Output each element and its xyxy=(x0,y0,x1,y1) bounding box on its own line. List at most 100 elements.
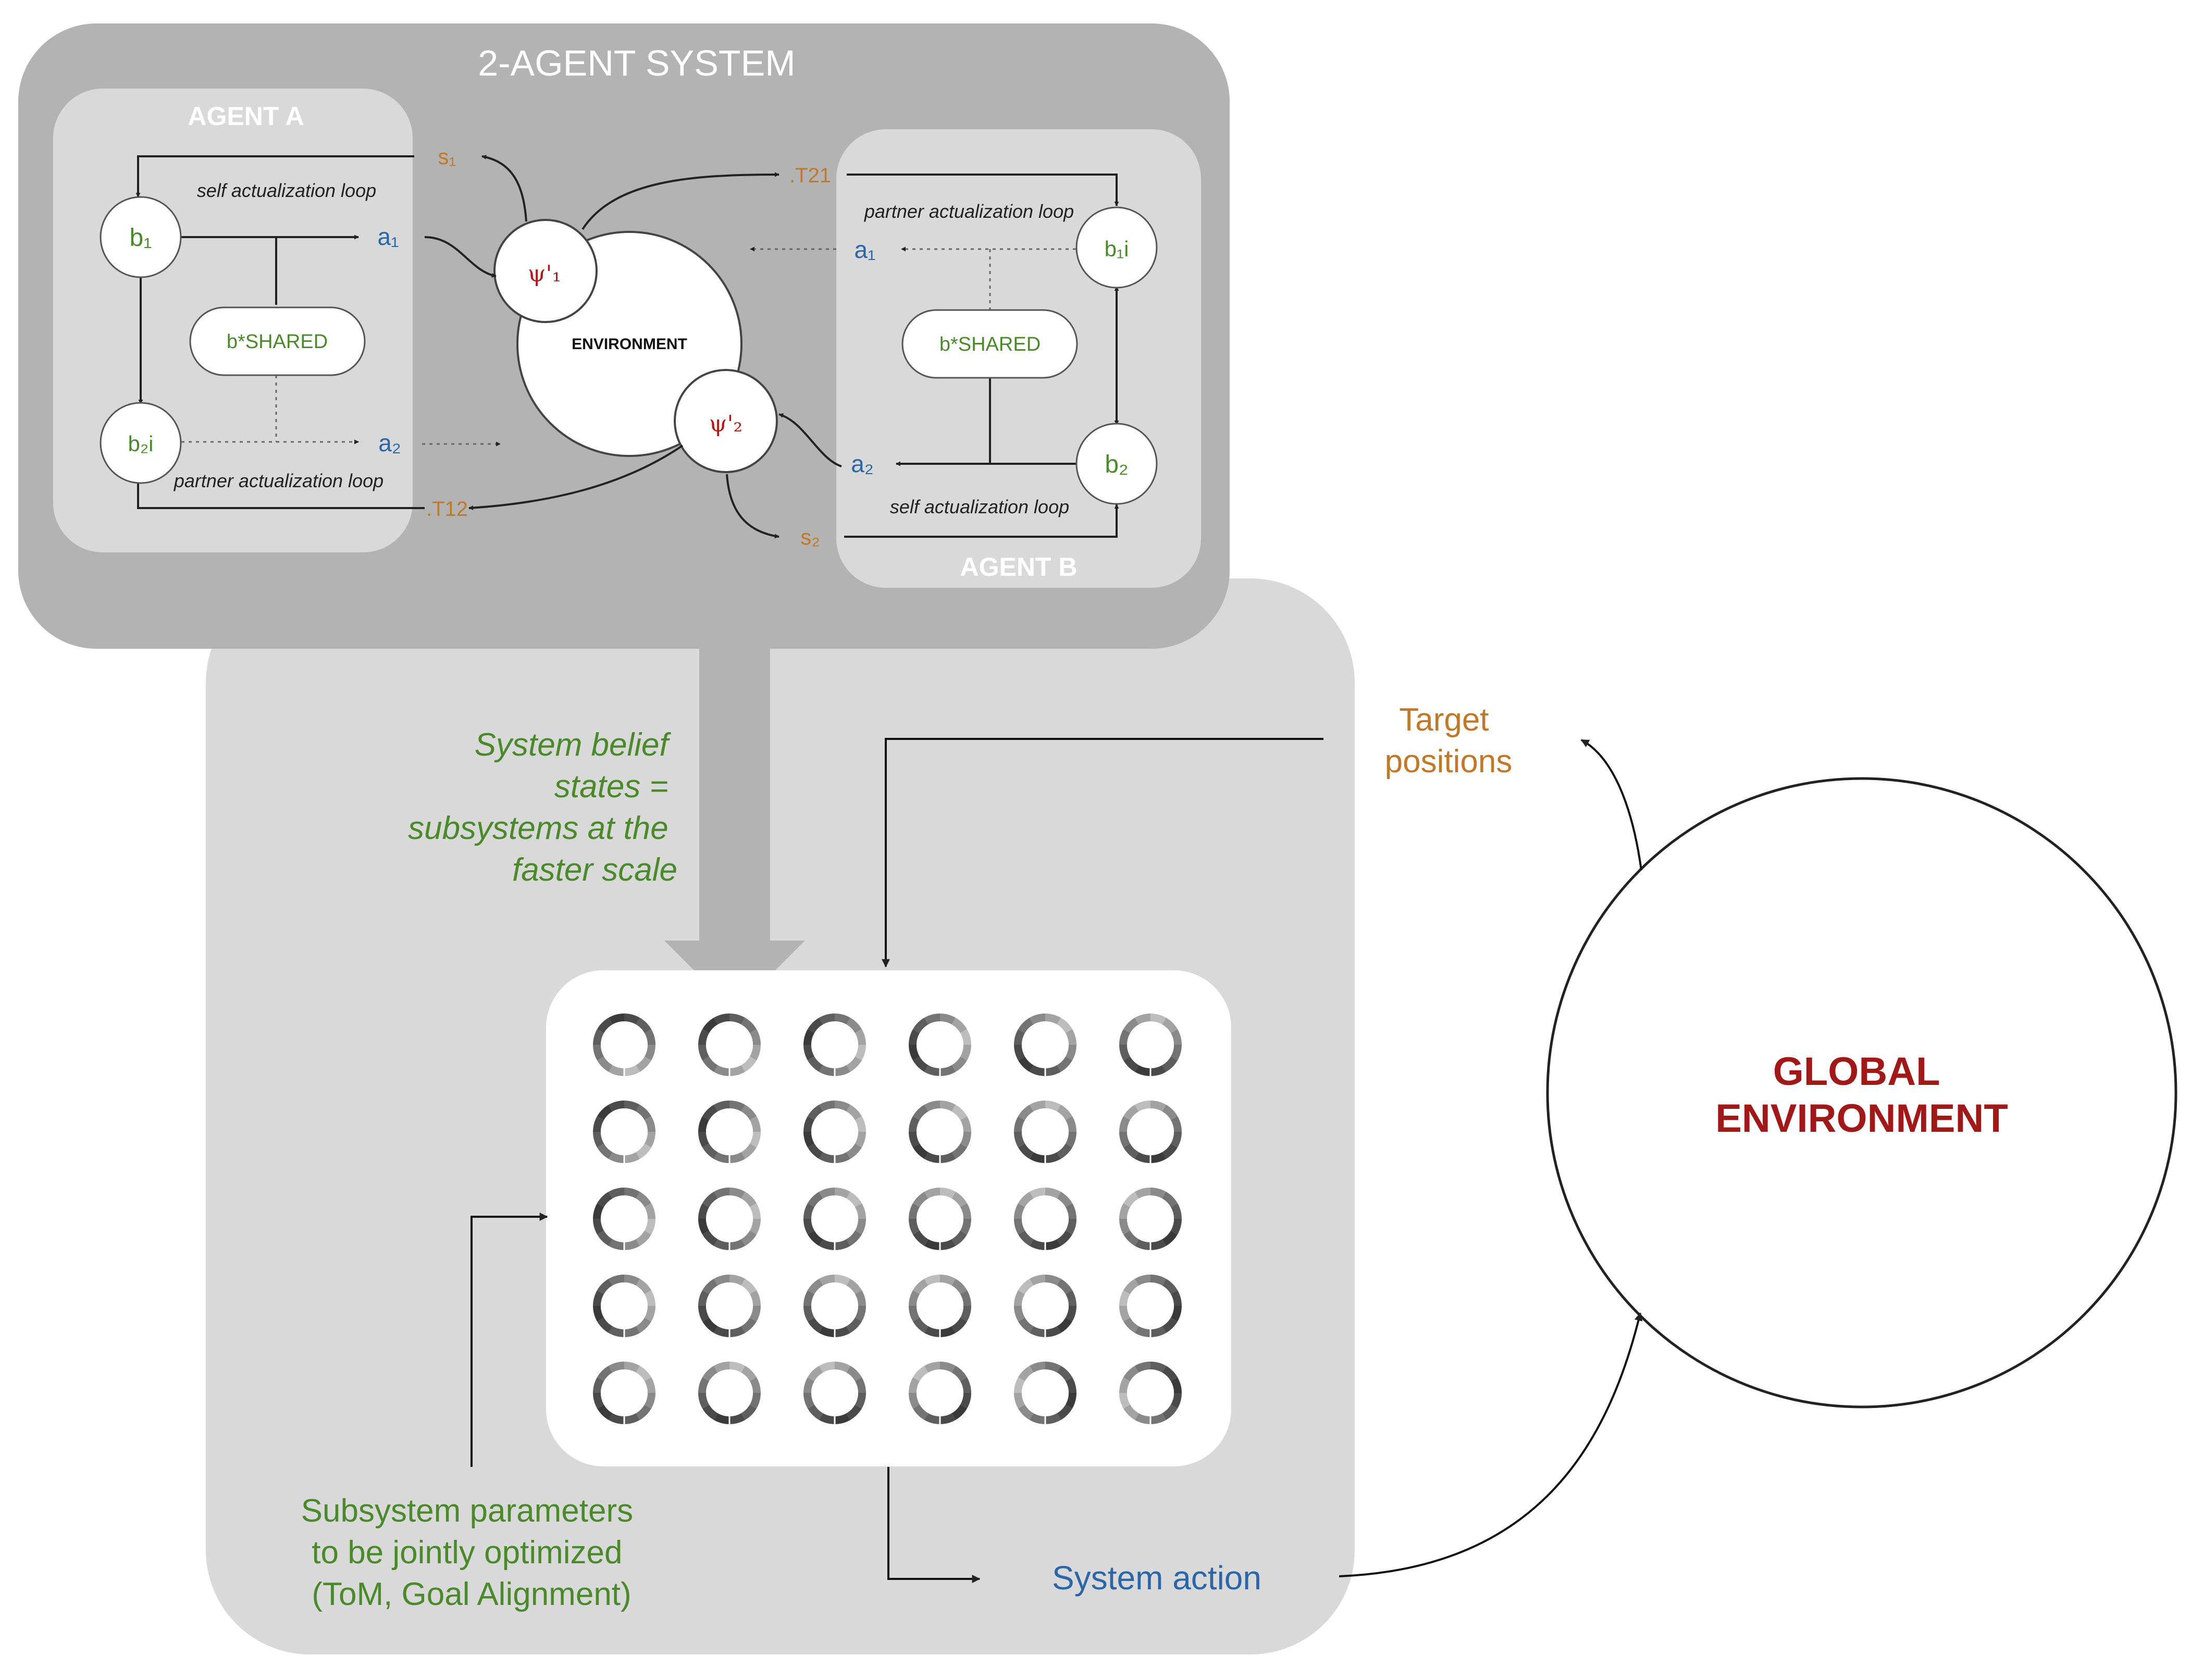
subsystem-ring-segment xyxy=(846,1366,862,1381)
belief-label-line: System belief xyxy=(475,727,672,763)
subsystem-ring-segment xyxy=(749,1219,761,1234)
subsystem-ring-segment xyxy=(1123,1279,1139,1294)
subsystem-ring-segment xyxy=(819,1188,835,1199)
subsystem-ring-segment xyxy=(1030,1362,1045,1373)
subsystem-ring-segment xyxy=(1123,1230,1139,1246)
agent-a-shared-node xyxy=(189,306,366,376)
global-environment-line: GLOBAL xyxy=(1773,1049,1939,1094)
subsystem-ring-segment xyxy=(1014,1029,1025,1045)
s2-label: s₂ xyxy=(800,525,820,549)
subsystem-ring-segment xyxy=(835,1239,850,1250)
subsystem-ring-segment xyxy=(1170,1203,1182,1219)
subsystem-ring-segment xyxy=(909,1029,920,1045)
subsystem-ring-segment xyxy=(1150,1413,1166,1424)
subsystem-ring-segment xyxy=(729,1362,745,1373)
subsystem-ring-segment xyxy=(1170,1393,1182,1409)
subsystem-ring-segment xyxy=(846,1192,862,1207)
subsystem-ring-center xyxy=(601,1195,648,1242)
subsystem-ring-segment xyxy=(702,1279,718,1294)
subsystem-ring-segment xyxy=(913,1192,929,1207)
b2i-label: b₂i xyxy=(128,431,154,456)
subsystem-ring-segment xyxy=(698,1290,710,1306)
subsystem-ring-segment xyxy=(702,1056,718,1072)
subsystem-ring-center xyxy=(601,1108,648,1155)
subsystem-ring-segment xyxy=(593,1219,604,1234)
subsystem-ring-center xyxy=(811,1369,858,1416)
subsystem-ring-segment xyxy=(909,1116,920,1132)
subsystem-ring-segment xyxy=(1018,1192,1034,1207)
subsystem-ring-segment xyxy=(855,1203,866,1219)
subsystem-ring-segment xyxy=(951,1056,967,1072)
subsystem-ring-segment xyxy=(1170,1306,1182,1321)
subsystem-ring-segment xyxy=(609,1014,624,1025)
subsystem-ring-segment xyxy=(741,1018,757,1033)
subsystem-ring-segment xyxy=(1018,1143,1034,1159)
psi2-to-t12-arrow xyxy=(468,444,684,510)
subsystem-ring-segment xyxy=(1170,1290,1182,1306)
subsystem-ring xyxy=(698,1014,761,1077)
subsystem-ring-segment xyxy=(1123,1056,1139,1072)
subsystem-ring-segment xyxy=(1057,1105,1072,1120)
subsystem-ring-segment xyxy=(960,1306,971,1321)
subsystem-ring-segment xyxy=(698,1203,710,1219)
subsystem-ring-segment xyxy=(1014,1306,1025,1321)
subsystem-ring-segment xyxy=(1150,1152,1166,1163)
subsystem-ring-segment xyxy=(924,1275,940,1286)
subsystem-ring-segment xyxy=(624,1101,640,1112)
subsystem-ring-segment xyxy=(1150,1188,1166,1199)
params-to-grid-arrow xyxy=(471,1213,548,1467)
subsystem-ring-segment xyxy=(913,1143,929,1159)
subsystem-ring-segment xyxy=(803,1203,815,1219)
subsystem-ring-segment xyxy=(698,1029,710,1045)
subsystem-ring-segment xyxy=(1162,1056,1178,1072)
subsystem-ring-segment xyxy=(1135,1101,1150,1112)
global-environment-label: GLOBAL ENVIRONMENT xyxy=(1715,1049,2008,1141)
psi1-to-s1-arrow xyxy=(481,155,527,222)
environment-label: ENVIRONMENT xyxy=(572,336,687,353)
subsystem-ring-segment xyxy=(1119,1029,1131,1045)
subsystem-grid xyxy=(593,1014,1182,1425)
a2b-to-psi2-arrow xyxy=(778,413,842,467)
subsystem-ring-segment xyxy=(835,1065,850,1076)
subsystem-ring-segment xyxy=(1123,1105,1139,1120)
subsystem-ring-segment xyxy=(597,1105,613,1120)
subsystem-ring xyxy=(593,1275,655,1338)
agent-a-partner-loop-line xyxy=(135,479,425,509)
subsystem-ring-center xyxy=(917,1108,963,1155)
subsystem-ring-segment xyxy=(714,1101,729,1112)
subsystem-ring-segment xyxy=(1065,1045,1076,1060)
agent-b-self-loop-line xyxy=(844,504,1119,538)
subsystem-ring-segment xyxy=(1057,1018,1072,1033)
subsystem-ring-segment xyxy=(940,1275,956,1286)
subsystem-ring-segment xyxy=(714,1239,729,1250)
subsystem-ring-segment xyxy=(924,1326,940,1337)
subsystem-ring-segment xyxy=(729,1239,745,1250)
subsystem-ring-center xyxy=(917,1195,963,1242)
subsystem-ring-center xyxy=(917,1021,963,1068)
subsystem-ring-segment xyxy=(846,1143,862,1159)
agent-a-partner-loop-label: partner actualization loop xyxy=(174,470,383,491)
subsystem-ring-segment xyxy=(644,1132,655,1147)
subsystem-ring-segment xyxy=(698,1132,710,1147)
subsystem-ring-segment xyxy=(1014,1132,1025,1147)
subsystem-ring-segment xyxy=(1135,1326,1150,1337)
subsystem-ring-segment xyxy=(846,1279,862,1294)
subsystem-ring-segment xyxy=(913,1018,929,1033)
subsystem-ring-segment xyxy=(624,1014,640,1025)
subsystem-ring-segment xyxy=(741,1404,757,1420)
subsystem-ring-segment xyxy=(940,1239,956,1250)
subsystem-ring xyxy=(909,1362,971,1425)
subsystem-ring-segment xyxy=(741,1317,757,1333)
subsystem-ring-center xyxy=(1022,1369,1069,1416)
subsystem-ring-segment xyxy=(1123,1366,1139,1381)
agent-b-a1: a₁ xyxy=(854,236,875,263)
subsystem-ring-segment xyxy=(624,1152,640,1163)
subsystem-ring-segment xyxy=(1123,1192,1139,1207)
subsystem-ring-segment xyxy=(808,1279,823,1294)
subsystem-ring-segment xyxy=(624,1188,640,1199)
agent-a-self-loop-line xyxy=(135,155,414,197)
subsystem-ring-segment xyxy=(1119,1116,1131,1132)
subsystem-ring-segment xyxy=(909,1290,920,1306)
subsystem-ring-segment xyxy=(960,1045,971,1060)
subsystem-ring-segment xyxy=(624,1275,640,1286)
